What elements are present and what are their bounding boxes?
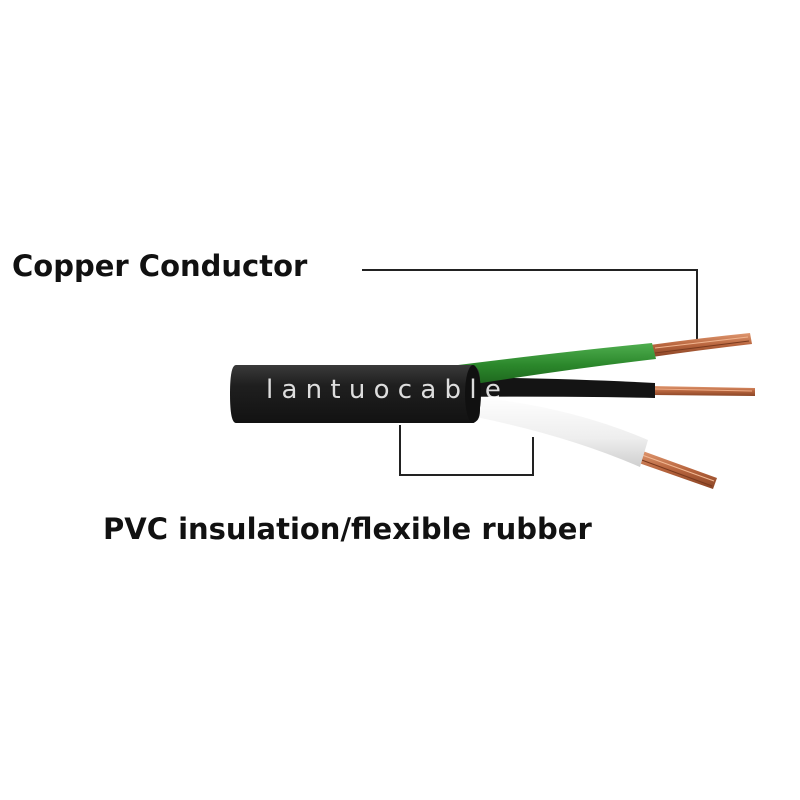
copper-conductor-white	[636, 450, 717, 489]
conductor-leader-line	[362, 269, 698, 340]
black-core	[440, 377, 655, 398]
copper-conductor-label: Copper Conductor	[12, 249, 308, 283]
copper-conductor-green	[650, 333, 752, 357]
insulation-label: PVC insulation/flexible rubber	[103, 512, 592, 546]
watermark-text: l a n t u o c a b l e	[266, 375, 501, 405]
green-core	[450, 343, 656, 388]
white-core	[450, 395, 648, 467]
insulation-leader-bracket	[399, 425, 534, 476]
cable-jacket	[230, 365, 480, 423]
cable-jacket-end	[465, 365, 481, 423]
copper-conductor-black	[652, 386, 755, 396]
